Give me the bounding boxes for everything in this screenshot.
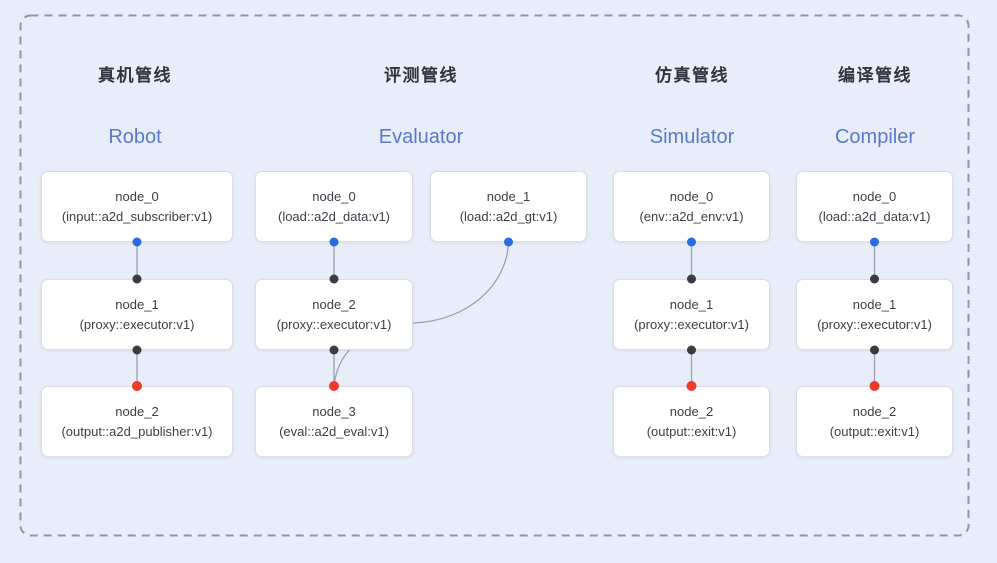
node-box: node_2 (output::exit:v1) bbox=[613, 386, 770, 457]
node-type: (proxy::executor:v1) bbox=[276, 316, 392, 332]
pipeline-title-en: Compiler bbox=[834, 126, 916, 148]
node-name: node_0 bbox=[115, 188, 159, 204]
node-box: node_0 (input::a2d_subscriber:v1) bbox=[41, 171, 233, 242]
node-name: node_0 bbox=[852, 188, 897, 204]
pipeline-title-en: Simulator bbox=[649, 126, 735, 148]
edge-eval-1-3-curve bbox=[333, 241, 510, 387]
pipeline-title-zh: 评测管线 bbox=[384, 66, 458, 85]
node-type: (env::a2d_env:v1) bbox=[639, 208, 744, 224]
pipeline-title-zh: 仿真管线 bbox=[655, 66, 729, 85]
node-type: (output::exit:v1) bbox=[829, 423, 920, 439]
node-type: (load::a2d_data:v1) bbox=[818, 208, 931, 224]
node-box: node_1 (proxy::executor:v1) bbox=[41, 279, 233, 350]
node-type: (output::exit:v1) bbox=[646, 423, 737, 439]
node-type: (output::a2d_publisher:v1) bbox=[61, 423, 213, 439]
pipeline-title-en: Evaluator bbox=[378, 126, 464, 148]
node-name: node_2 bbox=[312, 296, 356, 312]
node-box: node_3 (eval::a2d_eval:v1) bbox=[255, 386, 413, 457]
node-name: node_1 bbox=[669, 296, 714, 312]
node-box: node_1 (load::a2d_gt:v1) bbox=[430, 171, 587, 242]
node-box: node_2 (output::a2d_publisher:v1) bbox=[41, 386, 233, 457]
node-name: node_3 bbox=[312, 403, 356, 419]
node-type: (proxy::executor:v1) bbox=[817, 316, 932, 332]
node-box: node_0 (load::a2d_data:v1) bbox=[796, 171, 953, 242]
node-type: (load::a2d_gt:v1) bbox=[459, 208, 558, 224]
node-type: (proxy::executor:v1) bbox=[79, 316, 195, 332]
pipeline-title-zh: 编译管线 bbox=[838, 66, 912, 85]
node-box: node_1 (proxy::executor:v1) bbox=[613, 279, 770, 350]
node-type: (eval::a2d_eval:v1) bbox=[279, 423, 389, 439]
node-name: node_2 bbox=[669, 403, 714, 419]
node-box: node_0 (load::a2d_data:v1) bbox=[255, 171, 413, 242]
node-name: node_2 bbox=[115, 403, 159, 419]
node-name: node_0 bbox=[312, 188, 356, 204]
node-name: node_1 bbox=[852, 296, 897, 312]
pipeline-title-zh: 真机管线 bbox=[98, 66, 172, 85]
pipeline-title-en: Robot bbox=[108, 126, 162, 148]
node-box: node_2 (proxy::executor:v1) bbox=[255, 279, 413, 350]
dashed-border bbox=[19, 14, 970, 537]
node-name: node_1 bbox=[115, 296, 159, 312]
node-type: (input::a2d_subscriber:v1) bbox=[61, 208, 213, 224]
node-type: (load::a2d_data:v1) bbox=[277, 208, 391, 224]
node-box: node_2 (output::exit:v1) bbox=[796, 386, 953, 457]
node-box: node_1 (proxy::executor:v1) bbox=[796, 279, 953, 350]
node-name: node_1 bbox=[486, 188, 531, 204]
node-box: node_0 (env::a2d_env:v1) bbox=[613, 171, 770, 242]
node-name: node_2 bbox=[852, 403, 897, 419]
node-name: node_0 bbox=[669, 188, 714, 204]
node-type: (proxy::executor:v1) bbox=[634, 316, 749, 332]
